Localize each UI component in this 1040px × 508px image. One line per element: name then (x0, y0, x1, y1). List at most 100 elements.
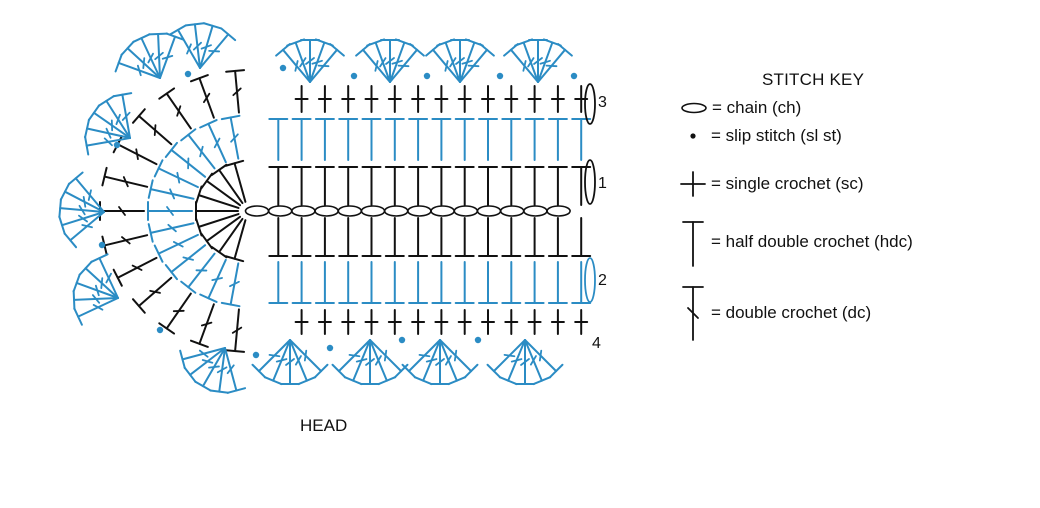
hdc-stitch (200, 172, 242, 207)
sc-stitch (411, 309, 426, 335)
key-single-crochet-text: = single crochet (sc) (711, 174, 864, 193)
hdc-stitch (408, 261, 429, 304)
hdc-stitch (361, 166, 382, 206)
stitch-crossbar (532, 376, 552, 386)
stitch-crossbar (220, 301, 241, 308)
stitch-slash (503, 353, 516, 358)
slip-stitch-dot (496, 72, 504, 80)
stitch-slash (105, 272, 112, 284)
dc-stitch (498, 339, 526, 386)
stitch-crossbar (153, 244, 164, 263)
dc-stitch (153, 233, 199, 263)
stitch-slash (385, 57, 395, 65)
dc-stitch (275, 43, 311, 83)
double-crochet-symbol-slash (687, 307, 699, 319)
dc-stitch (360, 339, 380, 385)
stitch-crossbar (164, 141, 179, 158)
sc-stitch (317, 85, 332, 113)
stitch-slash (176, 171, 181, 184)
stitch-slash (186, 43, 192, 55)
stitch-slash (176, 105, 182, 117)
dc-stitch (425, 43, 461, 83)
stitch-chart (58, 22, 596, 394)
dc-stitch (309, 38, 334, 83)
stitch-crossbar (329, 43, 345, 57)
dc-stitch (131, 276, 173, 314)
stitch-slash (100, 277, 104, 290)
turning-chain (584, 159, 596, 205)
stitch-slash (131, 264, 143, 271)
sc-stitch (481, 85, 495, 113)
stitch-crossbar (377, 376, 397, 386)
stitch-slash (539, 59, 551, 65)
stitch-slash (397, 64, 410, 68)
stitch-crossbar (210, 245, 228, 259)
stitch-slash (533, 57, 543, 65)
chain-stitch (360, 205, 386, 217)
sc-stitch (527, 309, 542, 335)
hdc-stitch (478, 166, 498, 206)
dc-stitch (63, 211, 105, 249)
stitch-crossbar (73, 307, 83, 326)
stitch-crossbar (164, 264, 179, 281)
hdc-stitch (291, 217, 312, 257)
hdc-stitch (195, 201, 239, 221)
slip-stitch-dot (98, 241, 106, 249)
slip-stitch-dot (156, 326, 164, 334)
dc-stitch (159, 32, 185, 79)
stitch-slash (122, 176, 129, 188)
stitch-slash (449, 57, 457, 68)
hdc-stitch (454, 166, 475, 206)
stitch-crossbar (158, 322, 176, 335)
stitch-slash (379, 57, 387, 68)
stitch-crossbar (131, 108, 146, 124)
hdc-stitch (501, 217, 522, 257)
dc-stitch (251, 339, 291, 379)
stitch-post (205, 179, 242, 207)
hdc-stitch (454, 217, 475, 257)
stitch-slash (167, 223, 177, 233)
sc-stitch (364, 309, 379, 335)
dc-stitch (158, 292, 192, 335)
hdc-stitch (268, 166, 289, 206)
stitch-crossbar (548, 363, 564, 379)
stitch-crossbar (148, 32, 169, 36)
stitch-slash (299, 57, 307, 68)
stitch-crossbar (84, 118, 90, 139)
sc-stitch (527, 85, 542, 113)
sc-stitch (574, 309, 589, 335)
stitch-crossbar (101, 166, 108, 187)
dc-stitch (286, 38, 311, 83)
chain-stitch (407, 205, 432, 217)
stitch-slash (510, 358, 523, 363)
dc-stitch (224, 347, 247, 394)
stitch-crossbar (180, 280, 197, 294)
dc-stitch (158, 87, 192, 130)
stitch-slash (121, 236, 131, 245)
dc-stitch (389, 38, 414, 83)
stitch-crossbar (331, 363, 347, 379)
hdc-stitch (408, 118, 429, 161)
stitch-crossbar (479, 43, 495, 57)
dc-stitch (131, 108, 173, 146)
dc-stitch (209, 347, 230, 394)
stitch-crossbar (153, 159, 164, 178)
hdc-stitch (268, 217, 289, 257)
stitch-crossbar (180, 128, 197, 142)
slip-stitch-symbol (690, 133, 696, 139)
stitch-crossbar (67, 171, 84, 186)
hdc-stitch (210, 217, 244, 259)
hdc-stitch (524, 217, 545, 257)
stitch-crossbar (194, 185, 203, 205)
stitch-crossbar (199, 293, 218, 303)
stitch-post (205, 215, 242, 243)
slip-stitch-dot (570, 72, 578, 80)
stitch-slash (78, 214, 88, 223)
hdc-stitch (571, 261, 592, 304)
chain-symbol (681, 102, 707, 114)
hdc-stitch (547, 166, 568, 206)
stitch-slash (201, 359, 214, 364)
dc-stitch (459, 38, 484, 83)
sc-stitch (457, 309, 472, 335)
stitch-crossbar (225, 69, 246, 73)
